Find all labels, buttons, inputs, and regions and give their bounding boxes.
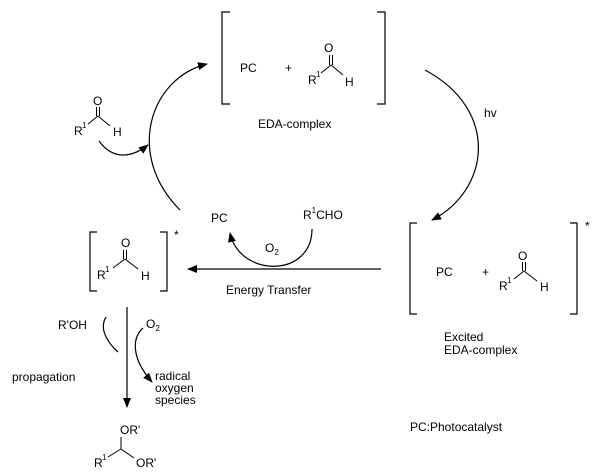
svg-text:O: O	[93, 94, 102, 108]
plus-sign: +	[285, 61, 292, 75]
roh-input-curve	[102, 316, 119, 353]
r1cho-label: R1CHO	[303, 206, 343, 222]
left-bracket	[221, 11, 230, 105]
svg-text:R: R	[308, 73, 317, 87]
roh-label: R'OH	[58, 318, 87, 332]
svg-text:H: H	[141, 269, 150, 283]
svg-text:1: 1	[82, 121, 87, 130]
svg-text:R: R	[74, 124, 83, 138]
svg-text:O: O	[324, 41, 333, 55]
excited-star: *	[174, 228, 179, 242]
svg-text:O: O	[518, 249, 527, 263]
eda-complex-group: PC + R 1 O H EDA-complex	[221, 11, 386, 131]
eda-complex-label: EDA-complex	[258, 117, 331, 131]
hv-arrow	[424, 69, 479, 221]
svg-text:O: O	[121, 236, 130, 250]
svg-text:OR': OR'	[120, 423, 140, 437]
pc-label: PC	[436, 265, 453, 279]
species-label: species	[155, 393, 196, 407]
right-bracket	[377, 11, 386, 105]
oxygen-label: oxygen	[155, 381, 194, 395]
left-bracket	[89, 231, 97, 292]
svg-text:1: 1	[102, 453, 107, 462]
right-bracket	[570, 222, 578, 315]
excited-star: *	[585, 219, 590, 233]
plus-sign: +	[482, 265, 489, 279]
right-bracket	[160, 231, 168, 292]
svg-text:H: H	[540, 280, 549, 294]
energy-transfer-label: Energy Transfer	[226, 283, 311, 297]
incoming-aldehyde: R 1 O H	[74, 94, 122, 139]
propagation-label: propagation	[12, 370, 75, 384]
svg-text:R: R	[97, 268, 106, 282]
svg-text:R: R	[499, 279, 508, 293]
excited-aldehyde-group: * R 1 O H	[89, 228, 179, 292]
aldehyde-structure: R 1 O H	[499, 249, 549, 294]
excited-complex-group: * PC + R 1 O H Excited EDA-complex	[409, 219, 590, 357]
aldehyde-structure: R 1 O H	[308, 41, 354, 89]
acetal-product: R 1 OR' OR'	[94, 423, 156, 470]
excited-eda-label: EDA-complex	[444, 343, 517, 357]
svg-text:1: 1	[105, 265, 110, 274]
photocatalyst-legend: PC:Photocatalyst	[410, 420, 503, 434]
aldehyde-entry-arrow	[98, 140, 149, 156]
pc-regenerated-label: PC	[211, 211, 228, 225]
o2-label: O2	[265, 241, 279, 257]
svg-text:1: 1	[507, 276, 512, 285]
o2-output-curve	[134, 327, 153, 383]
svg-text:H: H	[345, 75, 354, 89]
pc-label: PC	[240, 61, 257, 75]
hv-label: hv	[484, 106, 497, 120]
pc-regeneration-arc	[228, 228, 313, 267]
svg-text:H: H	[113, 125, 122, 139]
excited-label: Excited	[444, 330, 483, 344]
svg-text:OR': OR'	[136, 456, 156, 470]
svg-text:1: 1	[316, 70, 321, 79]
svg-text:R: R	[94, 456, 103, 470]
left-bracket	[409, 222, 417, 315]
radical-label: radical	[155, 369, 190, 383]
o2-side-label: O2	[146, 317, 160, 333]
cycle-return-arrow	[148, 62, 208, 211]
